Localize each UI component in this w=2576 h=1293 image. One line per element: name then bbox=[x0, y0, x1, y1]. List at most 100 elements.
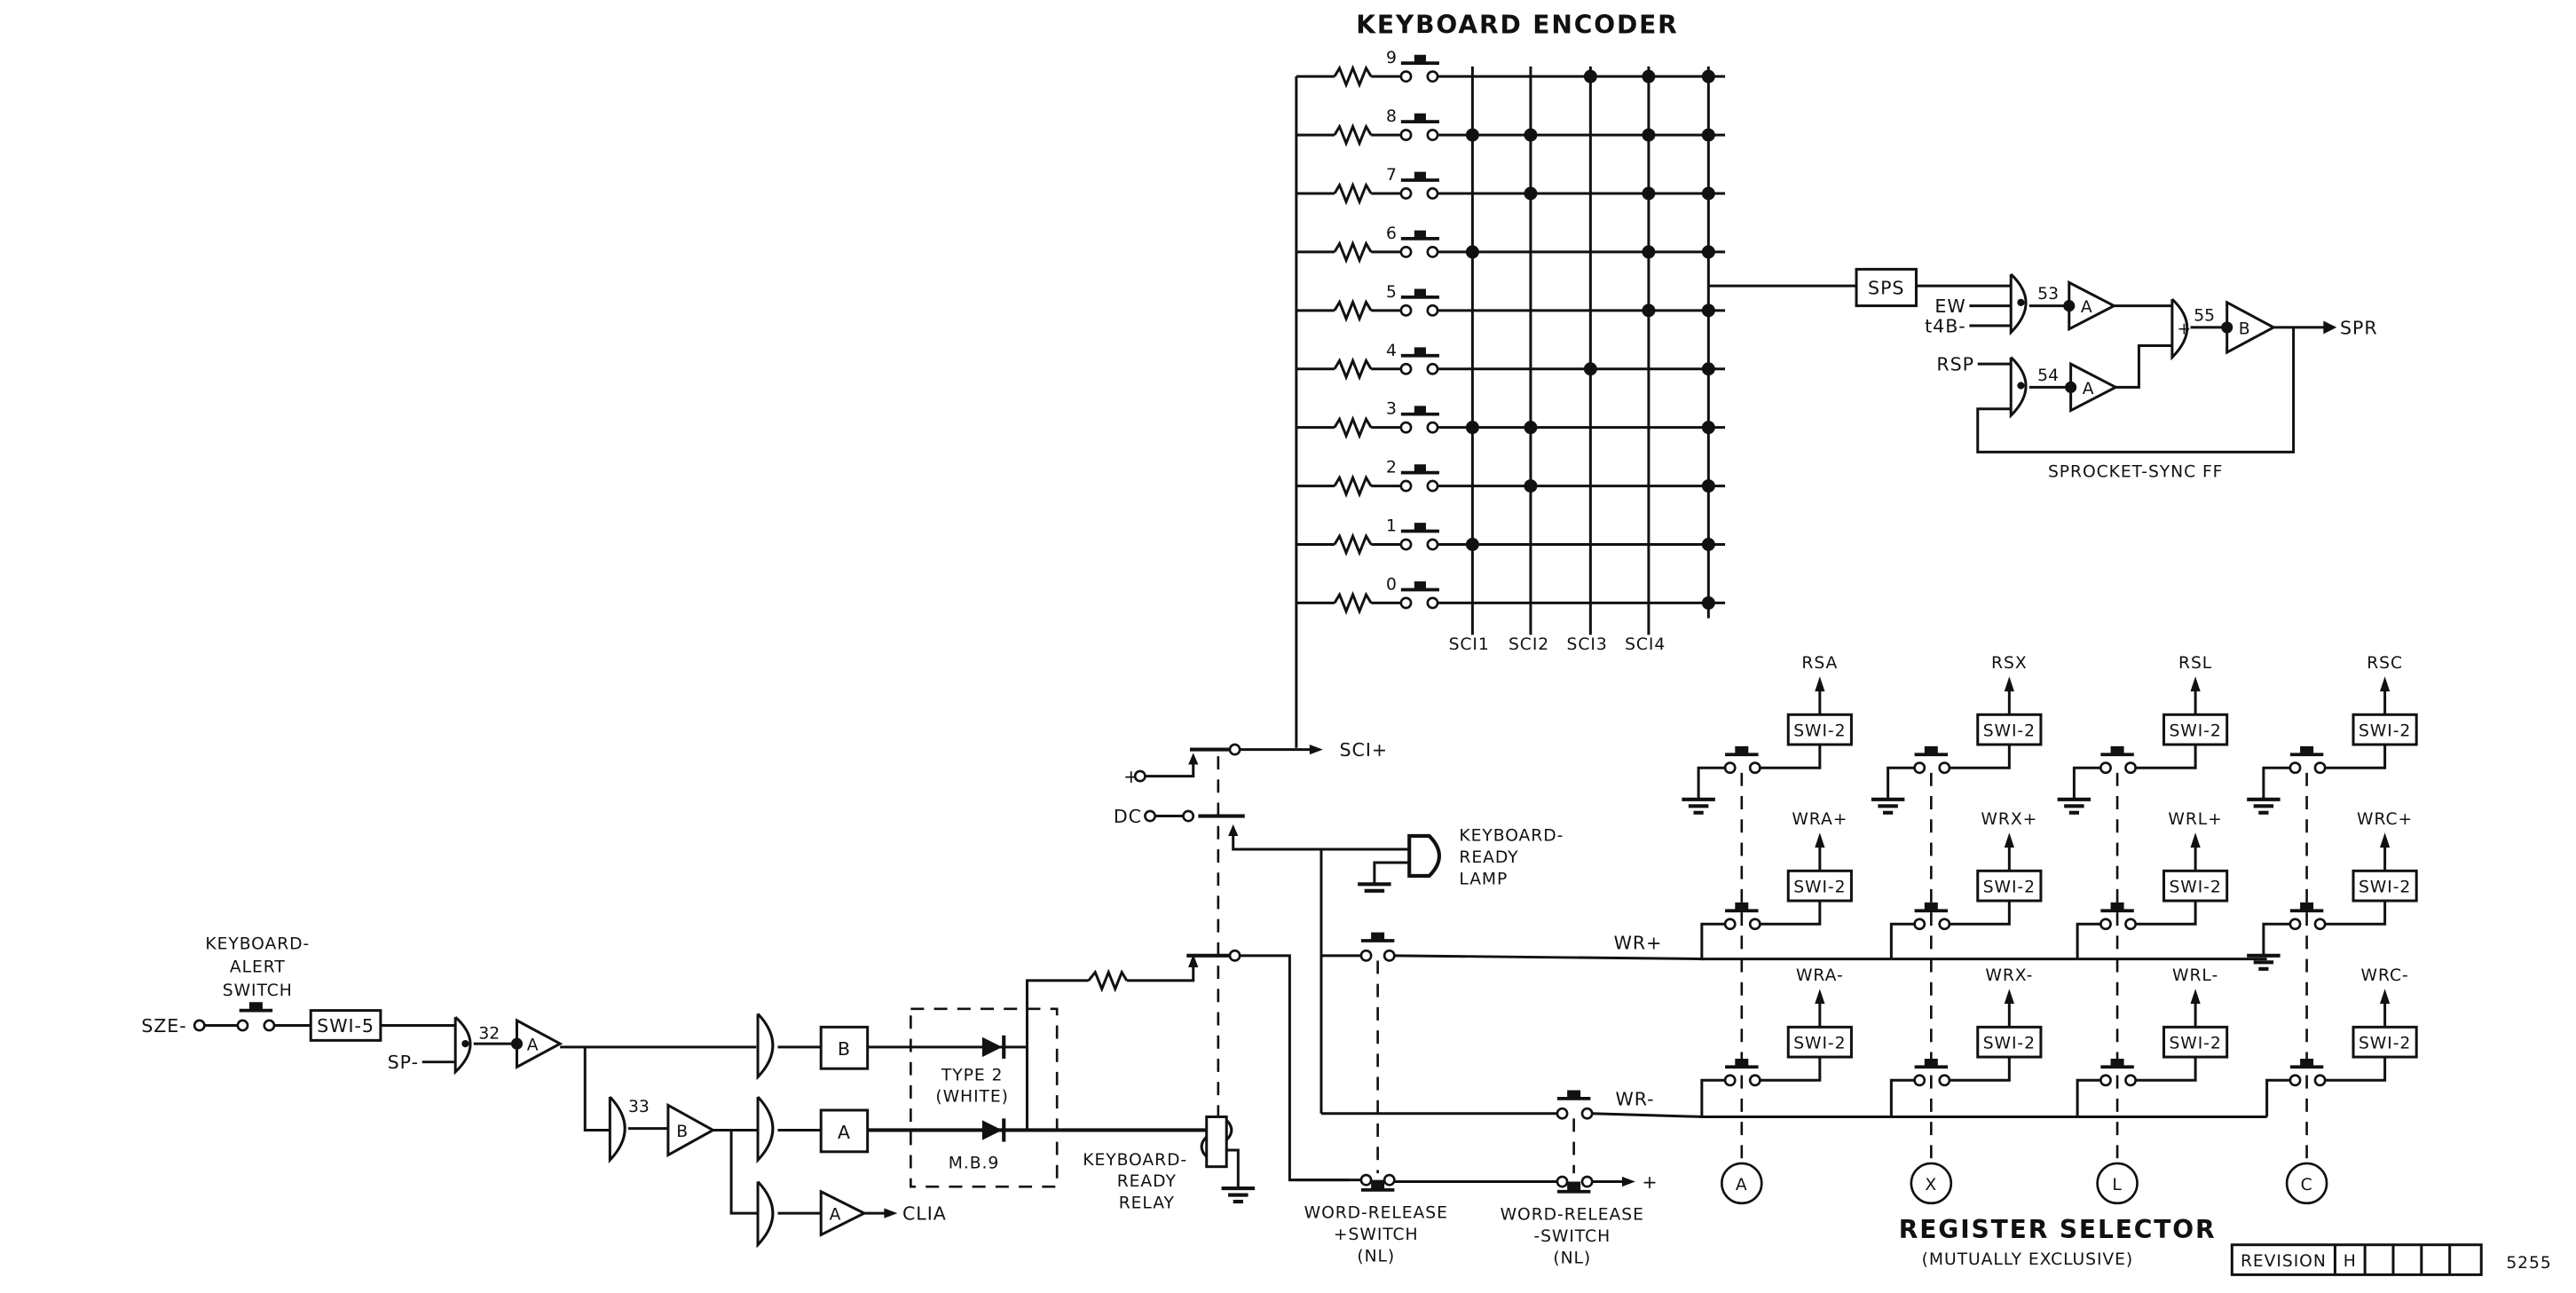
register-x-wrp-pushbutton[interactable] bbox=[1914, 902, 1949, 913]
switch-contact bbox=[1426, 304, 1439, 317]
gate-33 bbox=[608, 1095, 626, 1163]
ground-icon bbox=[1358, 882, 1391, 893]
swi2-label: SWI-2 bbox=[1793, 879, 1846, 897]
wire bbox=[2115, 344, 2172, 389]
switch-contact bbox=[1556, 1107, 1569, 1120]
signal-label-wrm: WRA- bbox=[1796, 966, 1844, 985]
signal-label-wrp: WRA+ bbox=[1792, 810, 1847, 829]
wr-plus-nl-pushbutton[interactable] bbox=[1360, 1179, 1395, 1192]
key-0-pushbutton[interactable] bbox=[1400, 581, 1439, 592]
pushbutton-icon[interactable] bbox=[239, 1002, 273, 1013]
coil-loop bbox=[1225, 1119, 1233, 1141]
wr-minus-pushbutton[interactable] bbox=[1556, 1090, 1591, 1100]
selector-button-l[interactable] bbox=[2096, 1162, 2139, 1205]
word-release: WR+ WR- + WORD-RELEASE +SWITCH (NL) WORD… bbox=[1289, 848, 1704, 1267]
key-4-pushbutton[interactable] bbox=[1400, 347, 1439, 358]
arrow-up-icon bbox=[1815, 676, 1825, 692]
register-a-wrp-pushbutton[interactable] bbox=[1725, 902, 1759, 913]
wire bbox=[2076, 922, 2101, 959]
wire bbox=[1145, 761, 1195, 778]
switch-contact bbox=[1399, 187, 1413, 200]
wr-minus-nl-pushbutton[interactable] bbox=[1556, 1181, 1591, 1194]
module-boundary bbox=[910, 1007, 1059, 1188]
switch-contact bbox=[1426, 421, 1439, 434]
register-l-wrp-pushbutton[interactable] bbox=[2100, 902, 2134, 913]
amp-a-54 bbox=[2069, 361, 2119, 414]
resistor-icon bbox=[1333, 357, 1373, 382]
register-c-rs-pushbutton[interactable] bbox=[2289, 745, 2324, 757]
sp-label: SP- bbox=[388, 1052, 419, 1073]
resistor-icon bbox=[1333, 64, 1373, 89]
wr-plus-label: WR+ bbox=[1614, 932, 1663, 953]
terminal bbox=[1133, 769, 1146, 783]
wr-minus-switch-label: -SWITCH bbox=[1533, 1227, 1611, 1246]
key-8-pushbutton[interactable] bbox=[1400, 113, 1439, 123]
key-6-pushbutton[interactable] bbox=[1400, 230, 1439, 240]
signal-label-wrm: WRL- bbox=[2172, 966, 2218, 985]
wire bbox=[1700, 1078, 1726, 1117]
register-a-rs-pushbutton[interactable] bbox=[1725, 745, 1759, 757]
wr-minus-switch-label: (NL) bbox=[1553, 1249, 1591, 1267]
switch-contact bbox=[1399, 362, 1413, 375]
selector-button-c[interactable] bbox=[2285, 1162, 2328, 1205]
wire bbox=[2072, 766, 2101, 800]
wire bbox=[2325, 901, 2387, 926]
wr-plus-pushbutton[interactable] bbox=[1360, 932, 1395, 942]
arrow-icon bbox=[2323, 320, 2337, 335]
resistor-icon bbox=[1333, 591, 1373, 615]
wire bbox=[1232, 834, 1410, 851]
key-3-pushbutton[interactable] bbox=[1400, 406, 1439, 416]
selector-button-a[interactable] bbox=[1721, 1162, 1763, 1205]
arrow-up-icon bbox=[1815, 832, 1825, 848]
key-7-pushbutton[interactable] bbox=[1400, 171, 1439, 182]
key-5-pushbutton[interactable] bbox=[1400, 288, 1439, 299]
switch-contact bbox=[1723, 918, 1737, 931]
key-9-pushbutton[interactable] bbox=[1400, 54, 1439, 66]
wire bbox=[2076, 1078, 2101, 1117]
switch-contact bbox=[1399, 245, 1413, 258]
arrow-icon bbox=[1228, 824, 1239, 836]
drawing-number: 5255 bbox=[2506, 1254, 2551, 1273]
column-label-sci2: SCI2 bbox=[1509, 635, 1549, 654]
box-b bbox=[819, 1025, 870, 1070]
revision-block: REVISION H 5255 bbox=[2230, 1243, 2551, 1276]
wire bbox=[1240, 954, 1350, 1182]
arrow-up-icon bbox=[2379, 676, 2391, 692]
resistor-icon bbox=[1333, 298, 1373, 323]
key-1-pushbutton[interactable] bbox=[1400, 523, 1439, 533]
switch-contact bbox=[1556, 1175, 1569, 1188]
resistor-icon bbox=[1333, 532, 1373, 556]
wire bbox=[1373, 861, 1410, 885]
encoder-row-3: 3 bbox=[1296, 400, 1726, 440]
switch-contact bbox=[1383, 1173, 1396, 1187]
switch-contact bbox=[1359, 949, 1373, 962]
register-l-rs-pushbutton[interactable] bbox=[2100, 745, 2134, 757]
swi2-label: SWI-2 bbox=[2359, 879, 2411, 897]
swi2-label: SWI-2 bbox=[2169, 879, 2221, 897]
swi2-box bbox=[1976, 869, 2043, 903]
register-c-wrp-pushbutton[interactable] bbox=[2289, 902, 2324, 913]
selector-key-label: C bbox=[2301, 1176, 2313, 1194]
wire bbox=[1025, 979, 1089, 1131]
gate-53-label: 53 bbox=[2037, 285, 2059, 304]
wr-minus-label: WR- bbox=[1615, 1088, 1654, 1109]
arrow-up-icon bbox=[2190, 989, 2201, 1005]
column-label-sci4: SCI4 bbox=[1625, 635, 1666, 654]
column-label-sci3: SCI3 bbox=[1567, 635, 1608, 654]
relay-label: KEYBOARD- bbox=[1083, 1151, 1187, 1170]
signal-label-wrm: WRC- bbox=[2361, 966, 2409, 985]
wire bbox=[2262, 922, 2290, 956]
arrow-icon bbox=[1309, 744, 1323, 755]
switch-contact bbox=[2288, 918, 2302, 931]
rsp-label: RSP bbox=[1936, 354, 1974, 375]
switch-contact bbox=[236, 1019, 249, 1032]
register-x-rs-pushbutton[interactable] bbox=[1914, 745, 1949, 757]
selector-button-x[interactable] bbox=[1910, 1162, 1953, 1205]
key-2-pushbutton[interactable] bbox=[1400, 464, 1439, 475]
switch-contact bbox=[1426, 187, 1439, 200]
arrow-up-icon bbox=[2379, 989, 2391, 1005]
diode-block: TYPE 2 (WHITE) M.B.9 bbox=[867, 953, 1214, 1188]
signal-label-wrp: WRC+ bbox=[2357, 810, 2413, 829]
amp-b-label: B bbox=[676, 1123, 689, 1141]
